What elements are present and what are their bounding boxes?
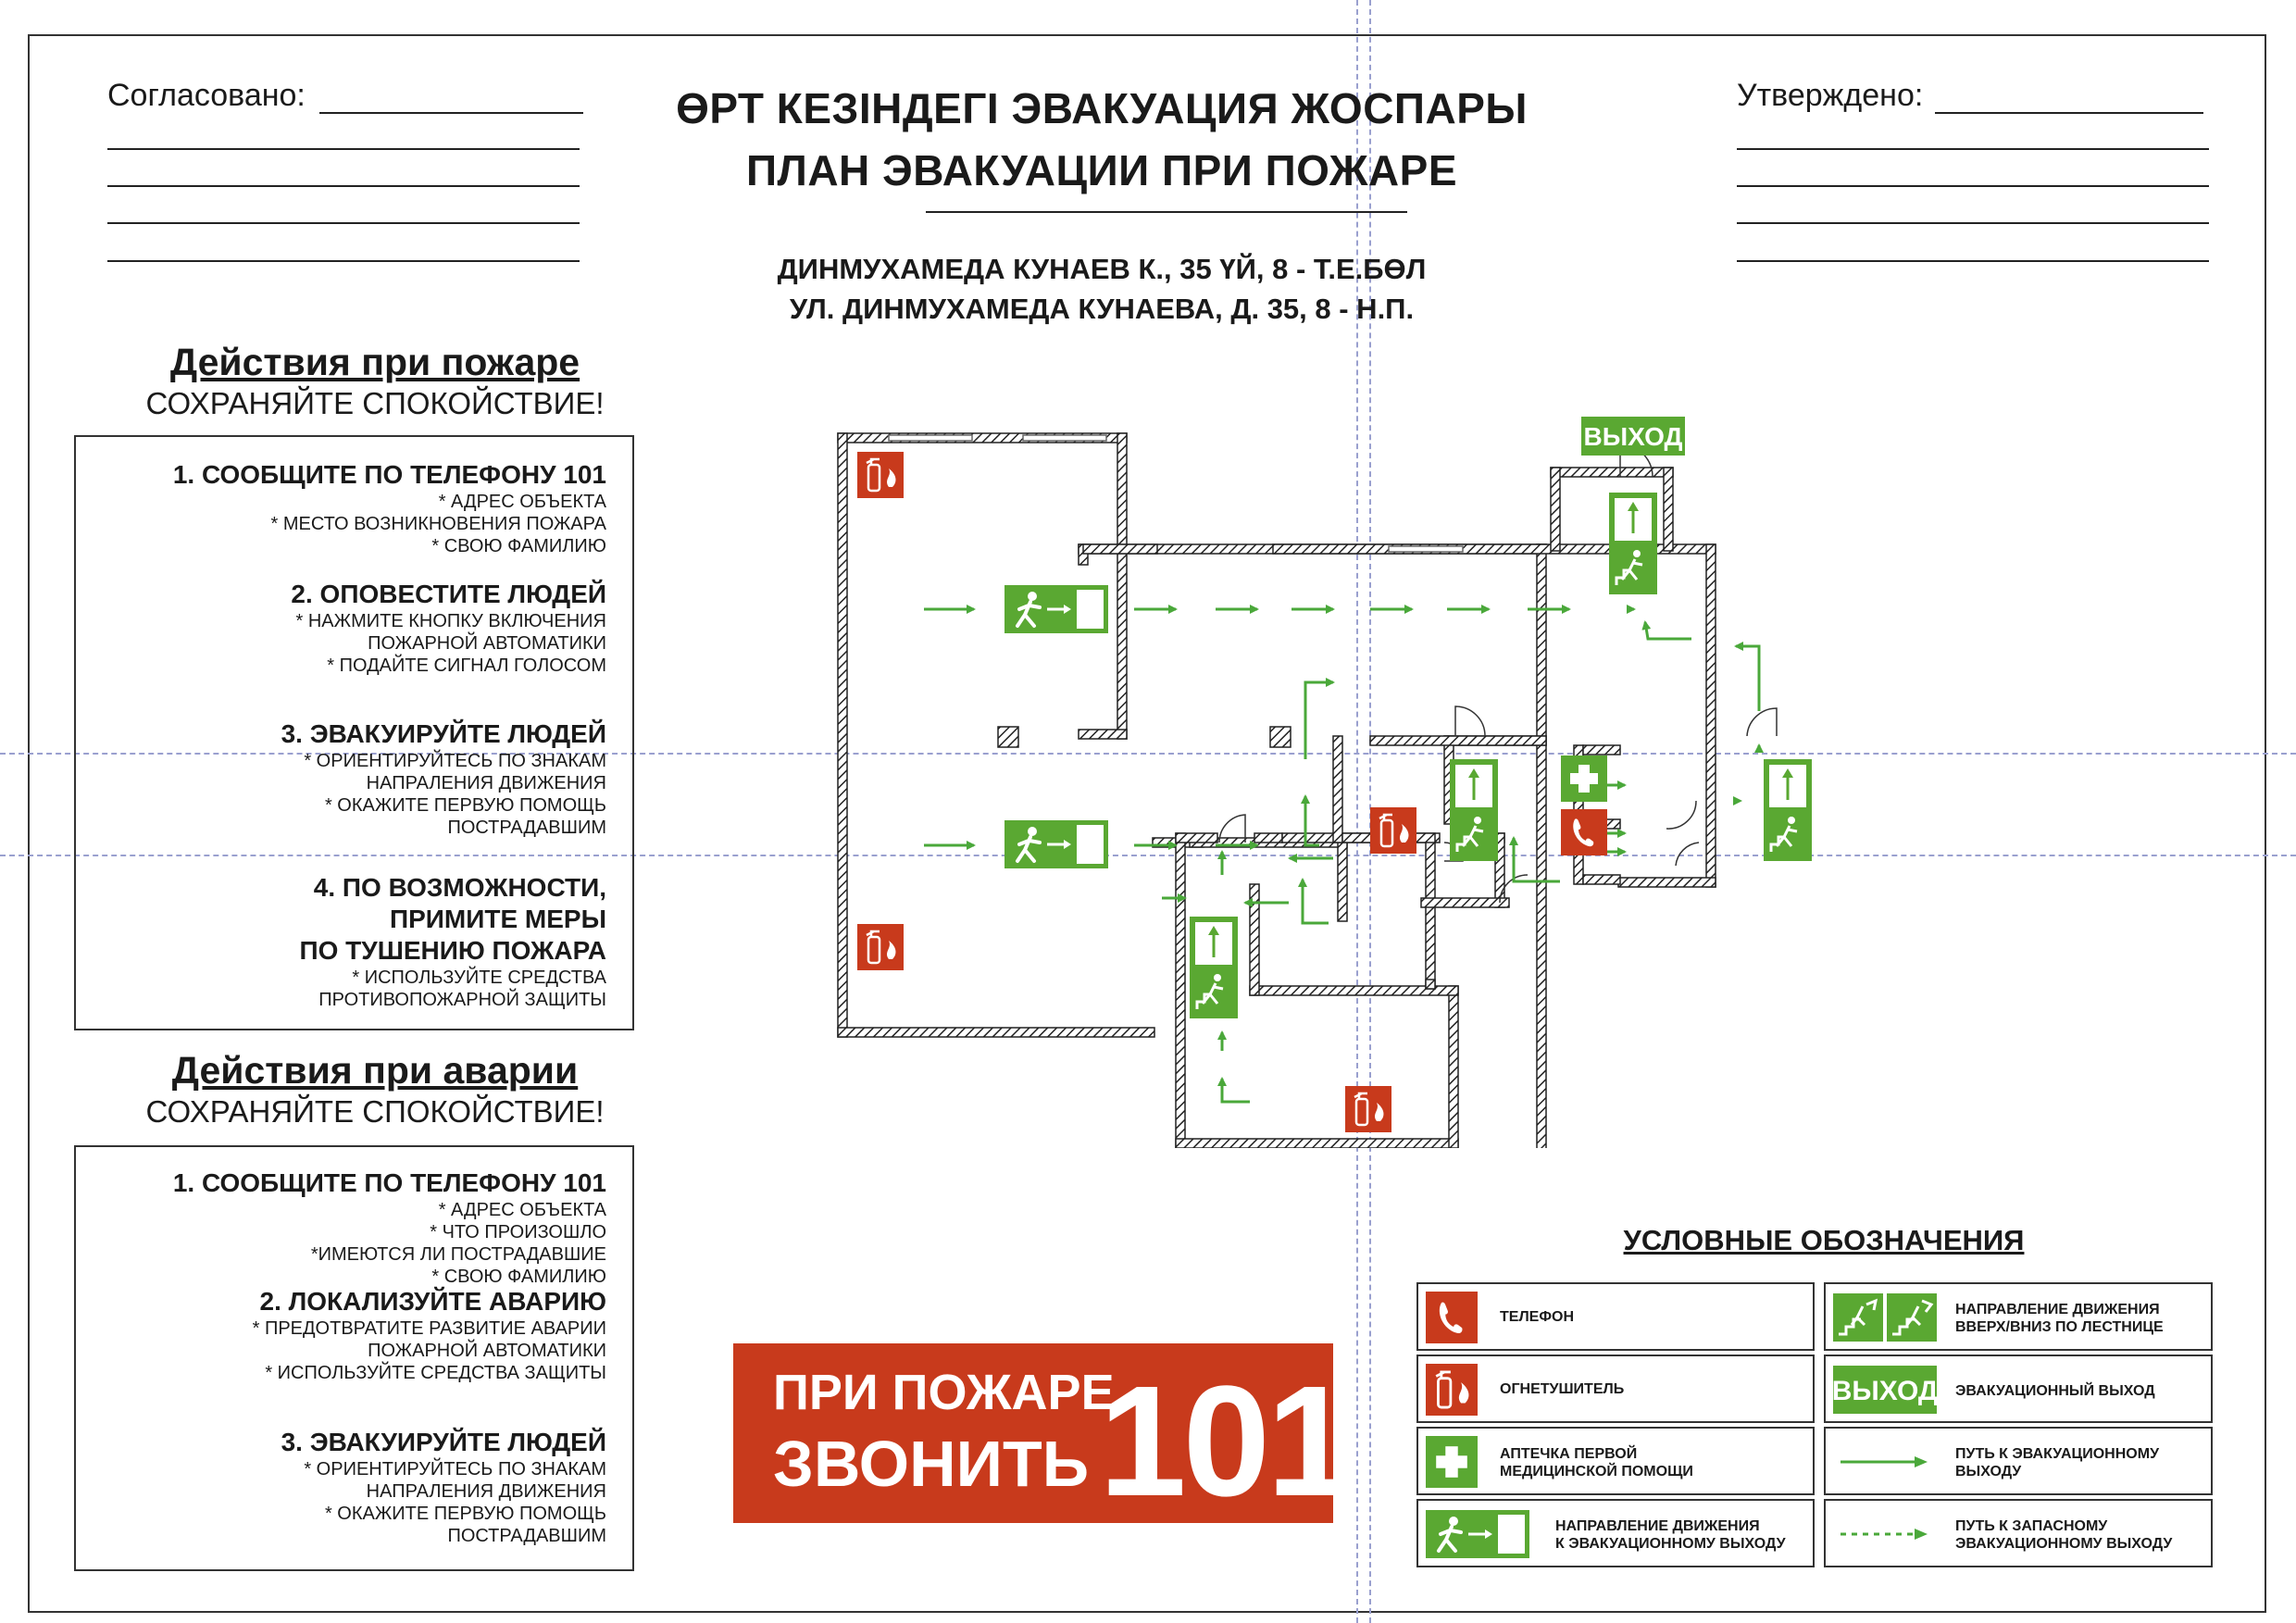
plan-exit-sign: ВЫХОД xyxy=(1581,417,1685,456)
accident-actions-heading: Действия при аварии СОХРАНЯЙТЕ СПОКОЙСТВ… xyxy=(74,1049,676,1130)
fire-step-3: 3. ЭВАКУИРУЙТЕ ЛЮДЕЙ * ОРИЕНТИРУЙТЕСЬ ПО… xyxy=(281,719,606,838)
first-aid-icon xyxy=(1561,755,1607,802)
signature-line xyxy=(107,185,580,187)
floor-plan: ВЫХОД xyxy=(837,417,1814,1148)
plan-windows xyxy=(888,434,1464,553)
signature-line xyxy=(107,260,580,262)
stair-sign xyxy=(1448,757,1500,863)
call-number: 101 xyxy=(1099,1354,1354,1529)
legend-first-aid: АПТЕЧКА ПЕРВОЙ МЕДИЦИНСКОЙ ПОМОЩИ xyxy=(1416,1427,1815,1495)
run-exit-sign xyxy=(1003,583,1110,635)
svg-text:ВЫХОД: ВЫХОД xyxy=(1584,422,1683,451)
extinguisher-icon xyxy=(855,922,905,972)
sheet-frame xyxy=(28,34,2266,1613)
title-underline xyxy=(926,211,1407,213)
legend-direction-exit: НАПРАВЛЕНИЕ ДВИЖЕНИЯ К ЭВАКУАЦИОННОМУ ВЫ… xyxy=(1416,1499,1815,1567)
accident-step-2: 2. ЛОКАЛИЗУЙТЕ АВАРИЮ * ПРЕДОТВРАТИТЕ РА… xyxy=(252,1287,606,1383)
stair-sign xyxy=(1188,915,1240,1020)
run-exit-sign xyxy=(1003,818,1110,870)
signature-line xyxy=(1935,112,2203,114)
legend-extinguisher: ОГНЕТУШИТЕЛЬ xyxy=(1416,1355,1815,1423)
extinguisher-icon xyxy=(1368,805,1418,855)
fire-step-2: 2. ОПОВЕСТИТЕ ЛЮДЕЙ * НАЖМИТЕ КНОПКУ ВКЛ… xyxy=(291,580,606,676)
signature-line xyxy=(1737,148,2209,150)
signature-line xyxy=(1737,260,2209,262)
accident-step-3: 3. ЭВАКУИРУЙТЕ ЛЮДЕЙ * ОРИЕНТИРУЙТЕСЬ ПО… xyxy=(281,1428,606,1546)
run-exit-icon xyxy=(1426,1510,1529,1558)
fire-steps-box: 1. СООБЩИТЕ ПО ТЕЛЕФОНУ 101 * АДРЕС ОБЪЕ… xyxy=(74,435,634,1030)
call-line2: ЗВОНИТЬ xyxy=(773,1428,1090,1500)
legend-reserve-route: ПУТЬ К ЗАПАСНОМУ ЭВАКУАЦИОННОМУ ВЫХОДУ xyxy=(1824,1499,2213,1567)
stair-sign xyxy=(1762,757,1814,863)
call-line1: ПРИ ПОЖАРЕ xyxy=(773,1365,1115,1420)
signature-line xyxy=(1737,185,2209,187)
fire-heading: Действия при пожаре xyxy=(169,341,580,383)
accident-calm: СОХРАНЯЙТЕ СПОКОЙСТВИЕ! xyxy=(145,1094,605,1129)
telephone-icon xyxy=(1561,809,1607,855)
fold-line xyxy=(1356,0,1358,1623)
legend-exit: ВЫХОД ЭВАКУАЦИОННЫЙ ВЫХОД xyxy=(1824,1355,2213,1423)
stairs-icon xyxy=(1833,1293,1937,1342)
accident-steps-box: 1. СООБЩИТЕ ПО ТЕЛЕФОНУ 101 * АДРЕС ОБЪЕ… xyxy=(74,1145,634,1571)
legend-title: УСЛОВНЫЕ ОБОЗНАЧЕНИЯ xyxy=(1623,1224,2025,1256)
accident-heading: Действия при аварии xyxy=(171,1049,579,1092)
accident-step-1: 1. СООБЩИТЕ ПО ТЕЛЕФОНУ 101 * АДРЕС ОБЪЕ… xyxy=(172,1168,606,1287)
fire-step-4: 4. ПО ВОЗМОЖНОСТИ, ПРИМИТЕ МЕРЫ ПО ТУШЕН… xyxy=(299,873,606,1010)
first-aid-icon xyxy=(1426,1436,1478,1488)
signature-line xyxy=(1737,222,2209,224)
signature-line xyxy=(107,148,580,150)
plan-column xyxy=(1269,726,1292,748)
plan-rooms xyxy=(1175,735,1621,1148)
route-arrow-icon xyxy=(1841,1456,1928,1467)
stair-sign xyxy=(1607,491,1659,596)
title-kz: ӨРТ КЕЗІНДЕГІ ЭВАКУАЦИЯ ЖОСПАРЫ xyxy=(676,84,1528,132)
address-ru: УЛ. ДИНМУХАМЕДА КУНАЕВА, Д. 35, 8 - Н.П. xyxy=(789,293,1415,325)
svg-text:ВЫХОД: ВЫХОД xyxy=(1833,1376,1937,1406)
telephone-icon xyxy=(1426,1292,1478,1343)
dashed-arrow-icon xyxy=(1841,1529,1928,1540)
fold-line xyxy=(0,753,2296,755)
extinguisher-icon xyxy=(855,450,905,500)
fire-actions-heading: Действия при пожаре СОХРАНЯЙТЕ СПОКОЙСТВ… xyxy=(74,341,676,421)
signature-line xyxy=(107,222,580,224)
plan-column xyxy=(997,726,1019,748)
fire-step-1: 1. СООБЩИТЕ ПО ТЕЛЕФОНУ 101 * АДРЕС ОБЪЕ… xyxy=(172,460,606,556)
legend-stairs: НАПРАВЛЕНИЕ ДВИЖЕНИЯ ВВЕРХ/ВНИЗ ПО ЛЕСТН… xyxy=(1824,1282,2213,1351)
approved-label: Утверждено: xyxy=(1737,78,1924,113)
agreed-label: Согласовано: xyxy=(107,78,306,113)
legend-route: ПУТЬ К ЭВАКУАЦИОННОМУ ВЫХОДУ xyxy=(1824,1427,2213,1495)
signature-line xyxy=(319,112,583,114)
plan-walls xyxy=(837,432,1547,1148)
title-ru: ПЛАН ЭВАКУАЦИИ ПРИ ПОЖАРЕ xyxy=(745,146,1458,194)
exit-icon: ВЫХОД xyxy=(1833,1366,1937,1414)
address-kz: ДИНМУХАМЕДА КУНАЕВ К., 35 ҮЙ, 8 - Т.Е.БӨ… xyxy=(777,253,1427,285)
fold-line xyxy=(0,855,2296,856)
extinguisher-icon xyxy=(1426,1364,1478,1416)
legend-telephone: ТЕЛЕФОН xyxy=(1416,1282,1815,1351)
fire-calm: СОХРАНЯЙТЕ СПОКОЙСТВИЕ! xyxy=(145,386,605,420)
extinguisher-icon xyxy=(1343,1084,1393,1134)
call-101-banner: ПРИ ПОЖАРЕ ЗВОНИТЬ 101 xyxy=(733,1343,1354,1529)
